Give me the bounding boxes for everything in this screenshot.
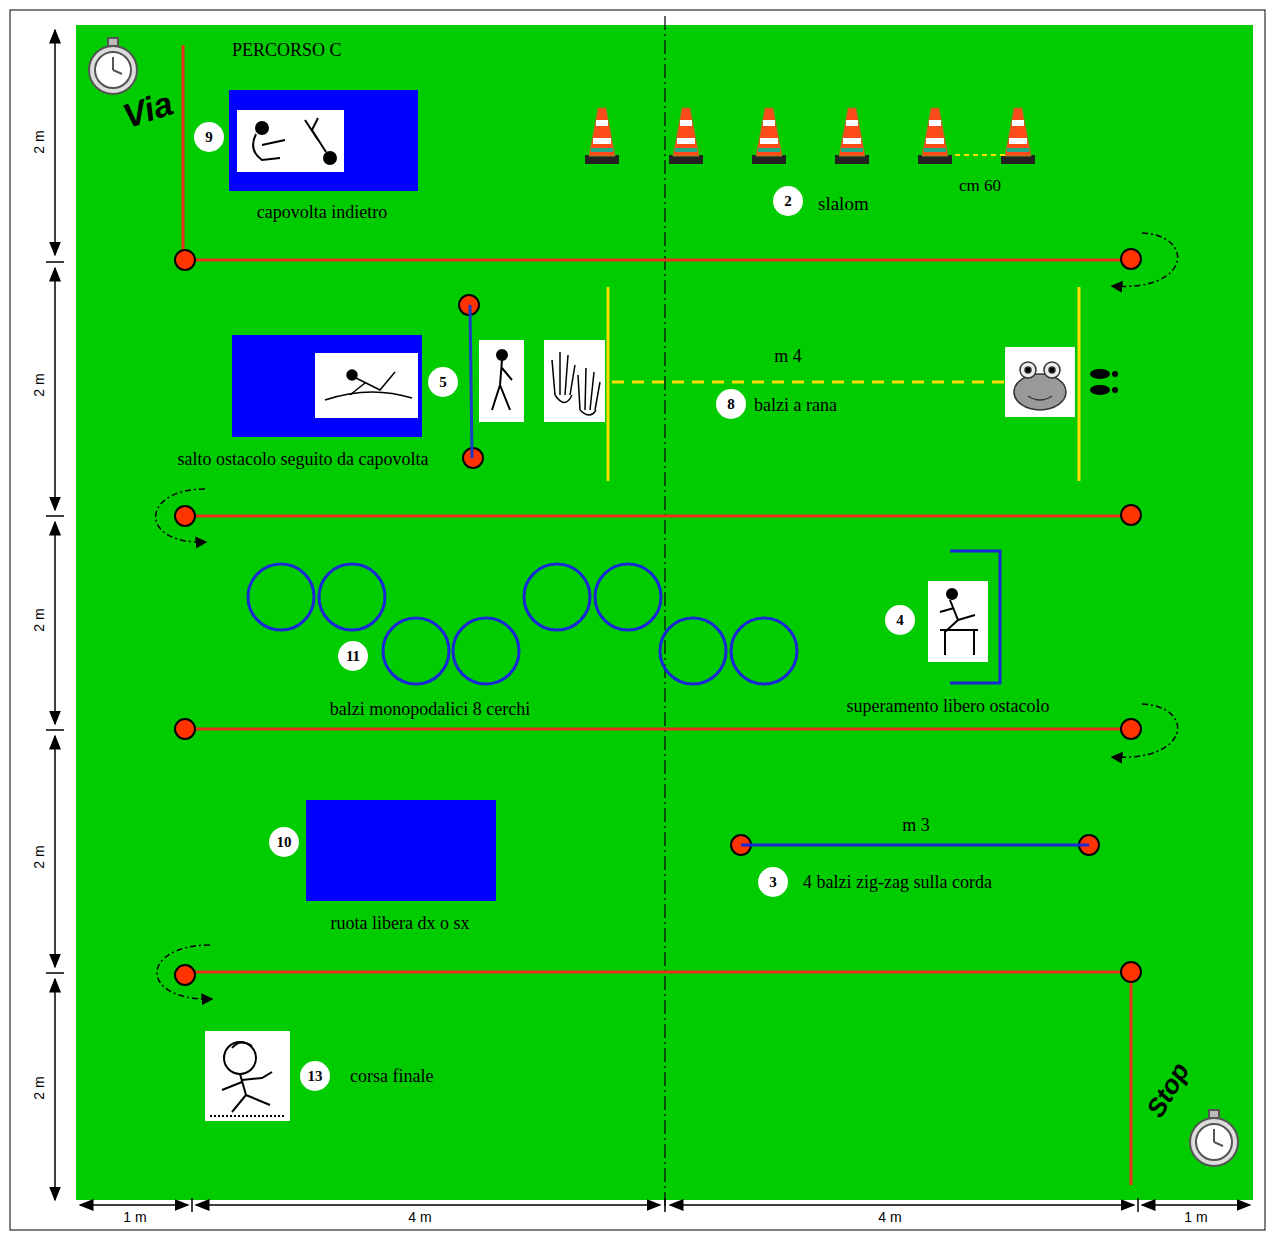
dimension-label: 1 m [123,1210,146,1225]
dimension-label: 4 m [408,1210,431,1225]
station-label: superamento libero ostacolo [847,697,1050,717]
callout-number: 8 [716,389,746,419]
callout-text: 4 [896,613,904,628]
station-label: 4 balzi zig-zag sulla corda [803,873,992,893]
callout-number: 11 [338,641,368,671]
station-label: m 4 [774,347,802,367]
callout-number: 3 [758,867,788,897]
dimension-label: 1 m [1184,1210,1207,1225]
callout-text: 3 [769,875,777,890]
station-label: balzi monopodalici 8 cerchi [330,700,530,720]
dimension-label: 2 m [32,845,47,868]
callout-text: 13 [308,1069,323,1084]
station-label: m 3 [902,816,930,836]
station-label: PERCORSO C [232,41,342,61]
dimension-label: 2 m [32,373,47,396]
station-label: ruota libera dx o sx [331,914,470,934]
callout-number: 10 [269,827,299,857]
dimension-label: 2 m [32,608,47,631]
dimension-label: 4 m [878,1210,901,1225]
callout-number: 2 [773,186,803,216]
callout-text: 11 [346,649,360,664]
station-label: corsa finale [350,1067,433,1087]
callout-number: 5 [428,367,458,397]
callout-text: 5 [439,375,447,390]
callout-text: 10 [277,835,292,850]
station-label: slalom [818,194,869,215]
callout-number: 4 [885,605,915,635]
callout-text: 9 [205,130,213,145]
dimension-label: 2 m [32,1076,47,1099]
callout-text: 2 [784,194,792,209]
station-label: salto ostacolo seguito da capovolta [178,450,429,470]
callout-text: 8 [727,397,735,412]
station-label: balzi a rana [754,396,837,416]
dimension-label: 2 m [32,130,47,153]
station-label: capovolta indietro [257,203,387,223]
callout-number: 13 [300,1061,330,1091]
station-label: cm 60 [959,177,1001,196]
callout-number: 9 [194,122,224,152]
